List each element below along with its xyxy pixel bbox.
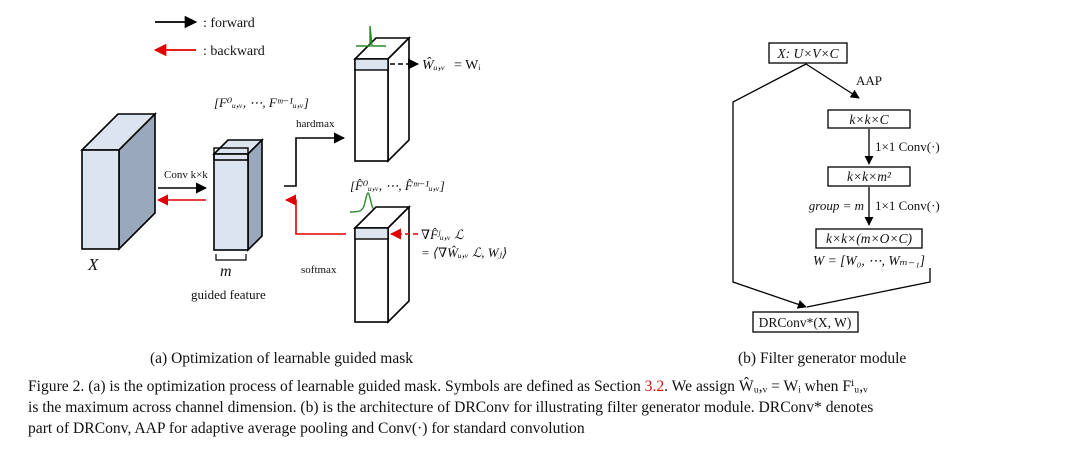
section-ref-link[interactable]: 3.2 bbox=[644, 378, 665, 395]
caption-line-1-b: . We assign Ŵᵤ,ᵥ = Wᵢ when Fⁱᵤ,ᵥ bbox=[664, 378, 868, 395]
conv2-label: 1×1 Conv(·) bbox=[875, 198, 940, 213]
w-assign-label: = Wᵢ bbox=[454, 58, 481, 73]
figure-caption: Figure 2. (a) is the optimization proces… bbox=[28, 376, 1058, 439]
caption-line-1-a: Figure 2. (a) is the optimization proces… bbox=[28, 378, 645, 395]
gradient-label: ∇F̂ʲᵤ,ᵥ ℒ bbox=[421, 227, 464, 242]
w-hat-label: Ŵᵤ,ᵥ bbox=[422, 56, 445, 73]
box-input bbox=[768, 42, 848, 64]
guided-feature-cube bbox=[212, 138, 264, 252]
legend-forward-label: : forward bbox=[203, 16, 255, 31]
figure-2-diagram: : forward : backward X Conv k×k [F⁰ᵤ,ᵥ, … bbox=[80, 15, 940, 333]
caption-a: (a) Optimization of learnable guided mas… bbox=[150, 350, 413, 367]
box-kkm2 bbox=[827, 166, 911, 187]
box-input-text: X: U×V×C bbox=[776, 46, 839, 61]
legend-backward-label: : backward bbox=[203, 44, 265, 59]
aap-arrow-icon bbox=[805, 63, 860, 99]
caption-line-2: is the maximum across channel dimension.… bbox=[28, 399, 874, 416]
soft-mask-cube bbox=[353, 205, 411, 324]
box-output-text: DRConv*(X, W) bbox=[759, 315, 852, 330]
feature-set-label: [F⁰ᵤ,ᵥ, ⋯, Fᵐ⁻¹ᵤ,ᵥ] bbox=[214, 95, 309, 110]
merge-path bbox=[806, 268, 931, 308]
bypass-path bbox=[732, 63, 807, 309]
gradient-equation: = ⟨∇Ŵᵤ,ᵥ ℒ, Wⱼ⟩ bbox=[421, 245, 507, 260]
box-kkmoc bbox=[815, 228, 923, 249]
box-kkmoc-text: k×k×(m×O×C) bbox=[826, 231, 912, 246]
caption-line-1: Figure 2. (a) is the optimization proces… bbox=[28, 376, 1058, 397]
hardmax-arrow-icon bbox=[284, 132, 346, 187]
panel-a: X Conv k×k [F⁰ᵤ,ᵥ, ⋯, Fᵐ⁻¹ᵤ,ᵥ] m guided … bbox=[80, 25, 507, 324]
w-set-label: W = [W₀, ⋯, Wₘ₋₁] bbox=[813, 253, 925, 268]
hardmax-spike-icon bbox=[356, 25, 386, 47]
softmax-label: softmax bbox=[301, 264, 337, 276]
group-label: group = m bbox=[809, 198, 864, 213]
box-output bbox=[752, 311, 859, 333]
softmax-arrow-icon bbox=[284, 194, 346, 235]
caption-line-3: part of DRConv, AAP for adaptive average… bbox=[28, 420, 585, 437]
legend: : forward : backward bbox=[153, 15, 265, 59]
conv-label: Conv k×k bbox=[164, 169, 208, 181]
panel-b: X: U×V×C AAP k×k×C 1×1 Conv(·) k×k×m² gr… bbox=[732, 42, 940, 333]
input-cube bbox=[80, 112, 157, 251]
guided-feature-label: guided feature bbox=[191, 287, 266, 302]
input-label: X bbox=[87, 255, 99, 274]
conv1-label: 1×1 Conv(·) bbox=[875, 139, 940, 154]
m-label: m bbox=[220, 263, 232, 280]
caption-b: (b) Filter generator module bbox=[738, 350, 907, 367]
hard-mask-cube bbox=[353, 36, 411, 163]
box-kkc bbox=[827, 109, 911, 129]
hardmax-label: hardmax bbox=[296, 118, 335, 130]
m-brace bbox=[215, 254, 247, 261]
aap-label: AAP bbox=[856, 73, 882, 88]
box-kkc-text: k×k×C bbox=[849, 112, 889, 127]
soft-set-label: [F̂⁰ᵤ,ᵥ, ⋯, F̂ᵐ⁻¹ᵤ,ᵥ] bbox=[350, 178, 445, 193]
box-kkm2-text: k×k×m² bbox=[847, 169, 892, 184]
